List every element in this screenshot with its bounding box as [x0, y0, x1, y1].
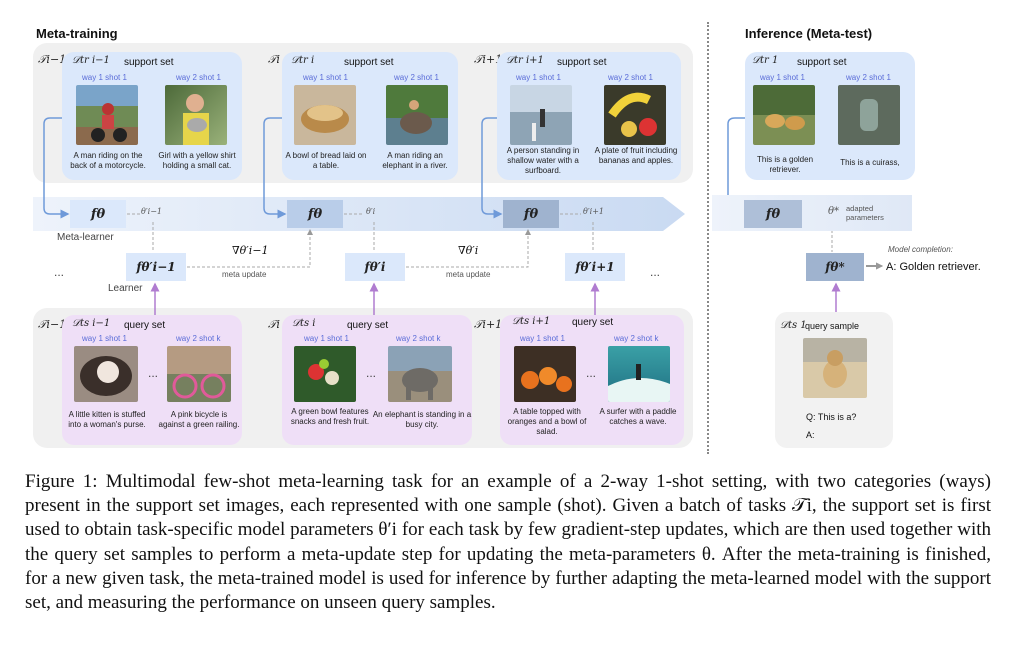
- dataset-label: 𝒟tr 1: [752, 55, 779, 66]
- way-label: way 2 shot 1: [176, 73, 221, 82]
- answer-text: A: Golden retriever.: [886, 261, 981, 273]
- query-set-title: query set: [124, 320, 166, 331]
- way-label: way 1 shot 1: [760, 73, 805, 82]
- theta-label: θ′i: [366, 207, 376, 216]
- task-label: 𝒯i+1: [474, 318, 503, 331]
- learner-node: fθ′i−1: [126, 253, 186, 281]
- theta-star-label: θ*: [828, 206, 840, 217]
- figure-caption: Figure 1: Multimodal few-shot meta-learn…: [25, 471, 991, 614]
- way-label: way 1 shot 1: [520, 334, 565, 343]
- support-set-title: support set: [344, 57, 394, 68]
- fruit-plate-photo: [604, 85, 666, 145]
- ellipsis: ...: [148, 366, 159, 380]
- way-label: way 1 shot 1: [82, 334, 127, 343]
- inference-f-node: fθ: [744, 200, 802, 228]
- section-separator: [707, 22, 709, 454]
- support-caption: A man riding an elephant in a river.: [382, 151, 448, 170]
- task-label: 𝒯i: [268, 318, 280, 331]
- way-label: way 1 shot 1: [82, 73, 127, 82]
- elephant-city-photo: [388, 346, 452, 402]
- way-label: way 2 shot 1: [394, 73, 439, 82]
- support-set-title: support set: [797, 57, 847, 68]
- oranges-photo: [514, 346, 576, 402]
- support-caption: Girl with a yellow shirt holding a small…: [158, 151, 236, 170]
- learner-label: Learner: [108, 283, 143, 294]
- query-sample-title: query sample: [805, 321, 860, 331]
- task-label: 𝒯i+1: [474, 53, 503, 66]
- support-caption: This is a cuirass,: [840, 158, 900, 167]
- pink-bicycle-photo: [167, 346, 231, 402]
- adapted-parameters-label: adapted parameters: [846, 204, 884, 223]
- inference-f-star-node: fθ*: [806, 253, 864, 281]
- model-completion-label: Model completion:: [888, 245, 953, 254]
- support-caption: A person standing in shallow water with …: [506, 146, 580, 175]
- bread-bowl-photo: [294, 85, 356, 145]
- way-label: way 2 shot k: [614, 334, 659, 343]
- support-set-title: support set: [124, 57, 174, 68]
- elephant-river-photo: [386, 85, 448, 145]
- way-label: way 2 shot k: [176, 334, 221, 343]
- meta-update-label: meta update: [222, 270, 267, 279]
- dataset-label: 𝒟ts 1: [780, 320, 807, 331]
- motorcycle-photo: [76, 85, 138, 145]
- meta-training-title: Meta-training: [36, 26, 118, 41]
- task-label: 𝒯i: [268, 53, 280, 66]
- dataset-label: 𝒟tr i: [291, 55, 315, 66]
- kitten-purse-photo: [74, 346, 138, 402]
- learner-node: fθ′i: [345, 253, 405, 281]
- way-label: way 1 shot 1: [304, 334, 349, 343]
- support-caption: This is a golden retriever.: [756, 155, 814, 174]
- way-label: way 2 shot 1: [608, 73, 653, 82]
- surfer-photo: [608, 346, 670, 402]
- theta-label: θ′i+1: [583, 207, 604, 216]
- dataset-label: 𝒟ts i−1: [72, 318, 111, 329]
- girl-cat-photo: [165, 85, 227, 145]
- ellipsis: ...: [366, 366, 377, 380]
- golden-retriever-photo: [753, 85, 815, 145]
- ellipsis: ...: [586, 366, 597, 380]
- gradient-label: ∇θ′i−1: [232, 244, 269, 257]
- query-caption: An elephant is standing in a busy city.: [372, 410, 472, 429]
- support-caption: A man riding on the back of a motorcycle…: [70, 151, 146, 170]
- inference-title: Inference (Meta-test): [745, 26, 873, 41]
- query-caption: A table topped with oranges and a bowl o…: [507, 407, 587, 436]
- support-set-title: support set: [557, 57, 607, 68]
- query-set-title: query set: [572, 317, 614, 328]
- support-caption: A plate of fruit including bananas and a…: [594, 146, 678, 165]
- question-text: Q: This is a?: [806, 412, 857, 422]
- answer-prompt-text: A:: [806, 430, 815, 440]
- dog-beach-photo: [803, 338, 867, 398]
- green-bowl-photo: [294, 346, 356, 402]
- query-caption: A surfer with a paddle catches a wave.: [599, 407, 677, 426]
- ellipsis: ...: [650, 265, 661, 279]
- surfboard-photo: [510, 85, 572, 145]
- way-label: way 1 shot 1: [516, 73, 561, 82]
- meta-learner-node: fθ: [503, 200, 559, 228]
- meta-update-label: meta update: [446, 270, 491, 279]
- query-set-title: query set: [347, 320, 389, 331]
- way-label: way 1 shot 1: [303, 73, 348, 82]
- query-caption: A green bowl features snacks and fresh f…: [290, 407, 370, 426]
- gradient-label: ∇θ′i: [458, 244, 479, 257]
- task-label: 𝒯i−1: [38, 318, 67, 331]
- way-label: way 2 shot 1: [846, 73, 891, 82]
- theta-label: θ′i−1: [141, 207, 162, 216]
- task-label: 𝒯i−1: [38, 53, 67, 66]
- way-label: way 2 shot k: [396, 334, 441, 343]
- query-caption: A little kitten is stuffed into a woman'…: [68, 410, 146, 429]
- learner-node: fθ′i+1: [565, 253, 625, 281]
- dataset-label: 𝒟ts i: [292, 318, 316, 329]
- ellipsis: ...: [54, 265, 65, 279]
- dataset-label: 𝒟tr i+1: [506, 55, 544, 66]
- cuirass-photo: [838, 85, 900, 145]
- support-caption: A bowl of bread laid on a table.: [285, 151, 367, 170]
- dataset-label: 𝒟ts i+1: [512, 316, 551, 327]
- meta-learner-node: fθ: [287, 200, 343, 228]
- meta-learner-label: Meta-learner: [57, 232, 114, 243]
- dataset-label: 𝒟tr i−1: [72, 55, 110, 66]
- query-caption: A pink bicycle is against a green railin…: [158, 410, 240, 429]
- meta-learner-node: fθ: [70, 200, 126, 228]
